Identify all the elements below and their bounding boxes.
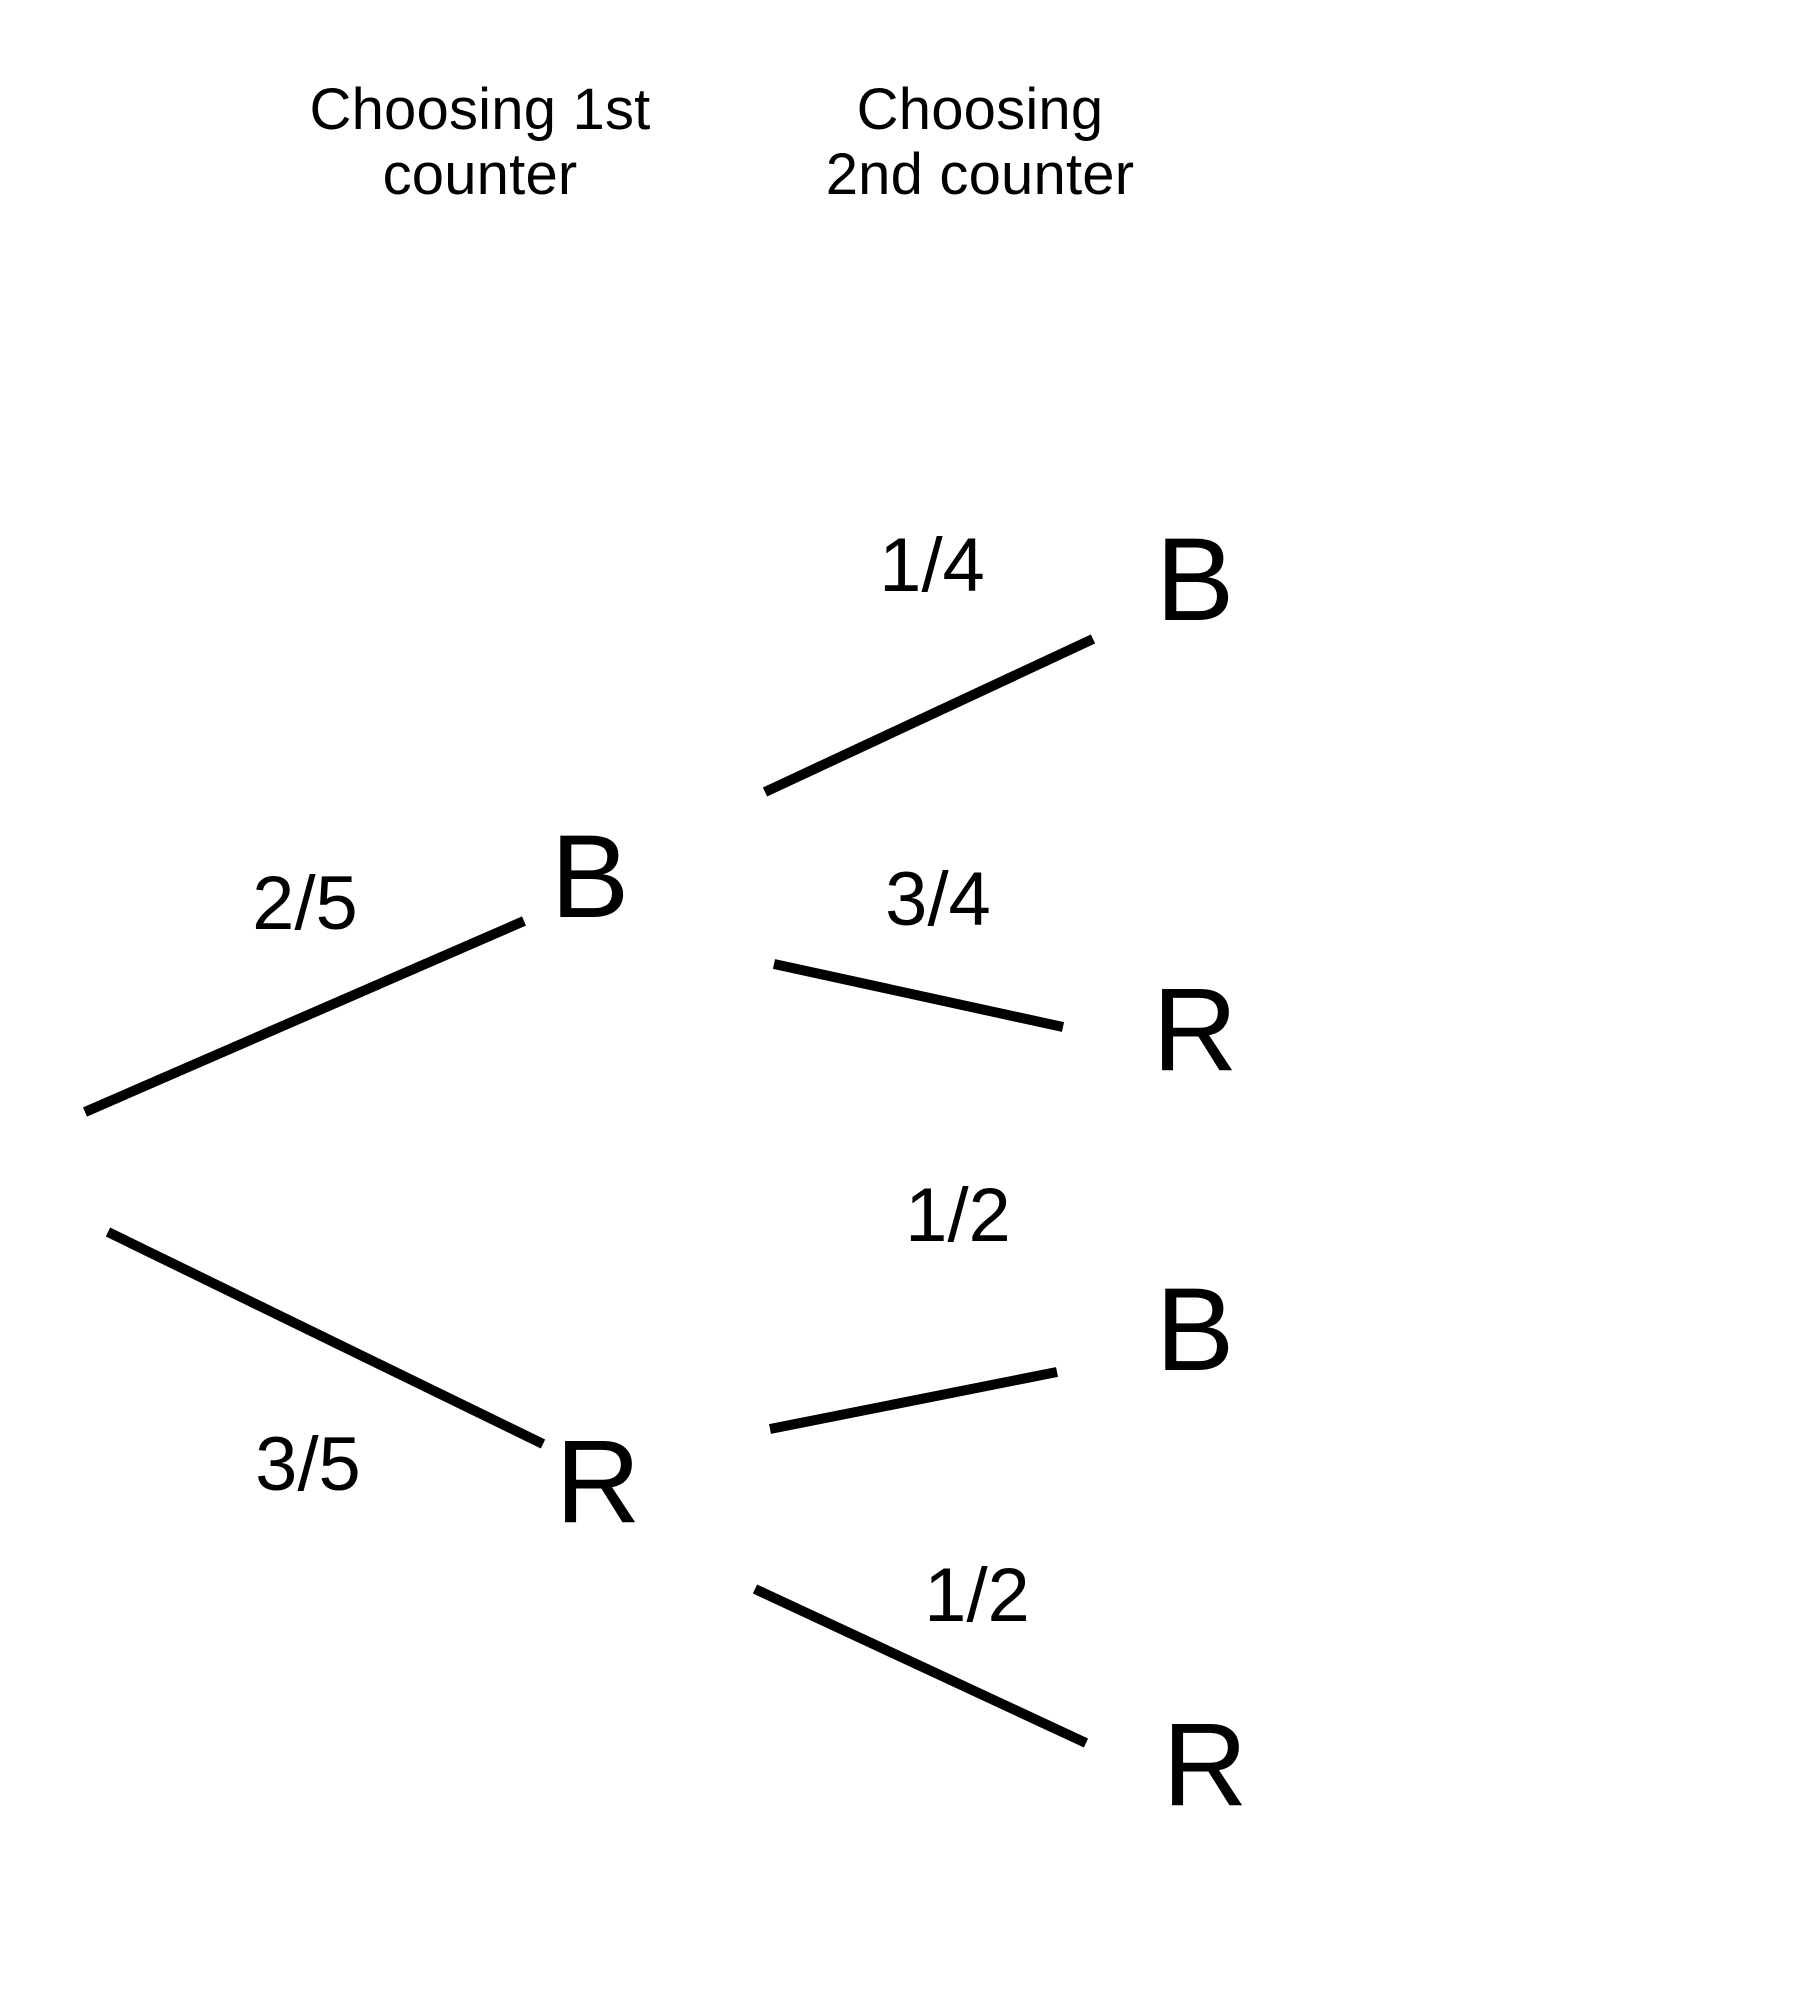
- branch-root-to-red: [105, 1227, 546, 1449]
- node-level2-red-blue: B: [1155, 1264, 1235, 1396]
- branch-blue-to-red: [772, 959, 1065, 1032]
- node-level2-blue-blue: B: [1155, 514, 1235, 646]
- branch-label-blue-to-red: 3/4: [885, 857, 991, 942]
- branch-label-blue-to-blue: 1/4: [879, 523, 985, 608]
- column-header-first-counter: Choosing 1st counter: [309, 77, 651, 207]
- branch-red-to-red: [752, 1584, 1089, 1748]
- branch-label-root-to-blue: 2/5: [252, 861, 358, 946]
- node-level1-red: R: [555, 1416, 641, 1548]
- branch-label-red-to-red: 1/2: [924, 1553, 1030, 1638]
- branch-label-root-to-red: 3/5: [255, 1422, 361, 1507]
- node-level2-blue-red: R: [1152, 964, 1238, 1096]
- branch-blue-to-blue: [762, 634, 1096, 797]
- branch-red-to-blue: [769, 1367, 1058, 1434]
- node-level1-blue: B: [550, 811, 630, 943]
- node-level2-red-red: R: [1162, 1699, 1248, 1831]
- branch-label-red-to-blue: 1/2: [905, 1173, 1011, 1258]
- branch-root-to-blue: [83, 916, 526, 1117]
- column-header-second-counter: Choosing 2nd counter: [825, 77, 1135, 207]
